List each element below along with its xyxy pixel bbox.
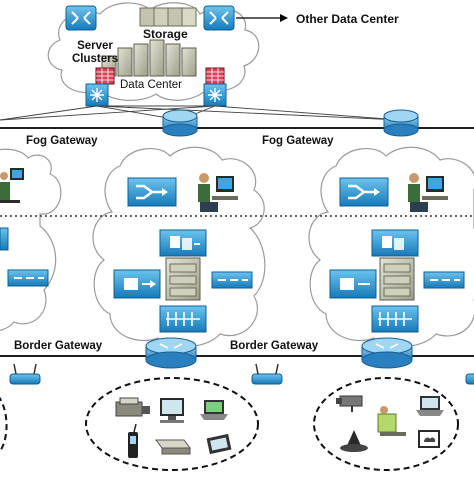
switch-icon: [329, 269, 377, 299]
server-icon: [211, 271, 253, 289]
wireless-ap-icon: [465, 373, 474, 385]
server-clusters-label: Server Clusters: [71, 40, 119, 65]
server-icon: [423, 271, 465, 289]
edge-group-left: [0, 397, 8, 453]
switch-icon: [159, 229, 207, 257]
fog-cloud-left: [0, 148, 62, 331]
laptop-icon: [200, 400, 228, 420]
uplink-lines: [0, 105, 401, 121]
workstation-icon: [377, 406, 406, 436]
switch-icon: [127, 177, 177, 207]
server-icon: [7, 269, 49, 287]
ip-phone-icon: [340, 430, 368, 452]
router-icon: [162, 109, 198, 137]
switch-icon: [0, 227, 9, 251]
desktop-icon: [160, 398, 184, 423]
switch-icon: [203, 5, 235, 31]
fog-gateway-label: Fog Gateway: [26, 135, 98, 147]
workstation-icon: [198, 173, 238, 212]
workstation-icon: [408, 173, 448, 212]
switch-icon: [159, 305, 207, 333]
router-icon: [383, 109, 419, 137]
wireless-ap-icon: [251, 363, 283, 385]
laptop-icon: [416, 396, 444, 416]
printer-icon: [115, 397, 150, 417]
camera-icon: [336, 395, 363, 412]
switch-icon: [371, 229, 419, 257]
router-icon: [361, 337, 413, 369]
border-gateway-label: Border Gateway: [14, 340, 103, 352]
other-dc-link: [236, 14, 288, 22]
edge-group-right: [313, 377, 459, 471]
switch-icon: [339, 177, 389, 207]
desktop-icon: [418, 430, 440, 448]
data-center-label: Data Center: [120, 79, 183, 91]
switch-icon: [371, 305, 419, 333]
firewall-icon: [95, 67, 115, 85]
firewall-icon: [205, 67, 225, 85]
tablet-icon: [206, 433, 232, 455]
workstation-icon: [0, 168, 24, 203]
other-data-center-label: Other Data Center: [296, 12, 399, 26]
router-icon: [145, 337, 197, 369]
switch-icon: [65, 5, 97, 31]
server-rack-icon: [379, 257, 415, 301]
phone-icon: [128, 423, 138, 458]
fog-gateway-label: Fog Gateway: [262, 135, 334, 147]
switch-icon: [113, 269, 161, 299]
border-gateway-label: Border Gateway: [230, 340, 319, 352]
storage-icon: [139, 7, 197, 27]
switch-icon: [203, 83, 227, 107]
switch-icon: [85, 83, 109, 107]
modem-icon: [155, 439, 191, 455]
edge-group-middle: [85, 377, 259, 471]
storage-label: Storage: [143, 27, 188, 41]
server-rack-icon: [165, 257, 201, 301]
wireless-ap-icon: [9, 363, 41, 385]
